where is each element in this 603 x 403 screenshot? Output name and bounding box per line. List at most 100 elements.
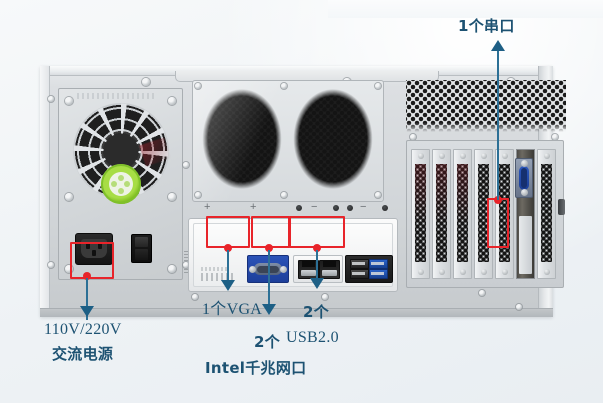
panel-marking-icons: + + − − <box>192 202 392 216</box>
highlight-box-serial <box>487 198 509 248</box>
psu-screw <box>168 193 176 201</box>
vent-screw <box>375 83 381 89</box>
fan-hub-hole <box>117 188 124 195</box>
ac-inlet-pin <box>92 250 96 256</box>
callout-dot-serial <box>494 196 502 204</box>
ac-inlet-pin <box>98 243 102 249</box>
fan-hub-hole <box>117 175 124 182</box>
usb3-port <box>369 259 388 269</box>
expansion-slot-bay <box>406 140 565 296</box>
callout-dot-lan <box>265 244 273 252</box>
psu-screw <box>65 97 73 105</box>
expansion-bay-vent <box>406 80 566 132</box>
serial-thumbscrew <box>520 160 528 167</box>
psu-screw <box>168 265 176 273</box>
callout-label-usb-line2: USB2.0 <box>286 329 339 346</box>
chassis-left-edge <box>40 66 50 317</box>
ac-power-inlet <box>75 233 113 265</box>
rj45-port <box>298 260 319 279</box>
chassis-screw <box>192 294 198 300</box>
callout-arrow-lan <box>262 304 276 315</box>
slot-screw <box>543 153 550 159</box>
ac-inlet-pin <box>86 243 90 249</box>
chassis-screw <box>48 96 54 102</box>
marking-dot <box>296 205 302 211</box>
slot-screw <box>417 269 424 275</box>
expansion-slot-cover <box>537 149 556 279</box>
slot-vent-holes <box>436 164 447 262</box>
chassis-screw <box>479 290 485 296</box>
slot-vent-holes <box>457 164 468 262</box>
slot-screw <box>480 269 487 275</box>
vent-screw <box>281 83 287 89</box>
slot-screw <box>543 269 550 275</box>
usb-tab <box>371 262 384 265</box>
callout-label-power-line1: 110V/220V <box>44 321 122 338</box>
io-indicator-strip <box>201 273 235 281</box>
serial-port <box>515 158 533 198</box>
vent-screw <box>281 192 287 198</box>
marking-dot <box>333 205 339 211</box>
power-supply-unit <box>58 88 192 280</box>
slot-vent-holes <box>541 164 552 262</box>
usb3-port <box>369 269 388 279</box>
psu-label-print <box>77 93 157 99</box>
usb-tab <box>352 272 365 275</box>
callout-line-serial <box>497 48 499 200</box>
vga-thumbscrew <box>249 265 256 273</box>
vent-screw <box>195 83 201 89</box>
fan-vent-right <box>290 89 376 189</box>
slot-screw <box>480 153 487 159</box>
server-chassis-rear: + + − − <box>40 66 566 317</box>
psu-screw <box>168 97 176 105</box>
expansion-slot-cover <box>432 149 451 279</box>
slot-screw <box>438 269 445 275</box>
callout-dot-usb <box>313 244 321 252</box>
callout-label-lan-line2: Intel千兆网口 <box>205 359 307 377</box>
usb-ports <box>345 255 393 283</box>
slot-screw <box>501 153 508 159</box>
chassis-bottom-edge <box>40 308 553 317</box>
power-switch[interactable] <box>131 234 152 263</box>
fan-vent-left <box>199 89 285 189</box>
callout-label-vga: 1个VGA <box>202 301 263 318</box>
fan-hub-hole <box>110 181 117 187</box>
callout-line-lan <box>268 250 270 312</box>
slot-screw <box>438 153 445 159</box>
chassis-screw <box>410 134 416 140</box>
marking-dot <box>382 205 388 211</box>
expansion-slot-cover <box>411 149 430 279</box>
minus-icon: − <box>311 201 318 213</box>
slot-screw <box>459 153 466 159</box>
usb2-port <box>350 269 369 279</box>
vga-thumbscrew <box>280 265 287 273</box>
psu-screw <box>65 265 73 273</box>
chassis-screw <box>183 162 189 168</box>
motherboard-vent-panel <box>192 80 384 202</box>
rj45-port <box>319 260 340 279</box>
marking-dot <box>347 205 353 211</box>
minus-icon: − <box>360 201 367 213</box>
callout-line-usb <box>316 250 318 286</box>
callout-line-vga <box>227 250 229 288</box>
slot-screw <box>501 269 508 275</box>
slot-vent-holes <box>478 164 489 262</box>
psu-screw <box>65 193 73 201</box>
usb2-port <box>350 259 369 269</box>
callout-dot-vga <box>224 244 232 252</box>
chassis-screw <box>552 134 558 140</box>
chassis-screw <box>516 304 522 310</box>
chassis-latch-tab[interactable] <box>558 199 565 215</box>
slot-vent-holes <box>499 164 510 262</box>
chassis-screw <box>48 262 54 268</box>
usb-tab <box>352 262 365 265</box>
callout-label-power-line2: 交流电源 <box>52 345 114 363</box>
plus-icon: + <box>204 201 211 213</box>
serial-thumbscrew <box>520 189 528 196</box>
chassis-screw <box>183 262 189 268</box>
db9-connector <box>519 166 529 190</box>
callout-dot-power <box>83 272 91 280</box>
callout-arrow-vga <box>221 280 235 291</box>
callout-line-power <box>86 278 88 320</box>
